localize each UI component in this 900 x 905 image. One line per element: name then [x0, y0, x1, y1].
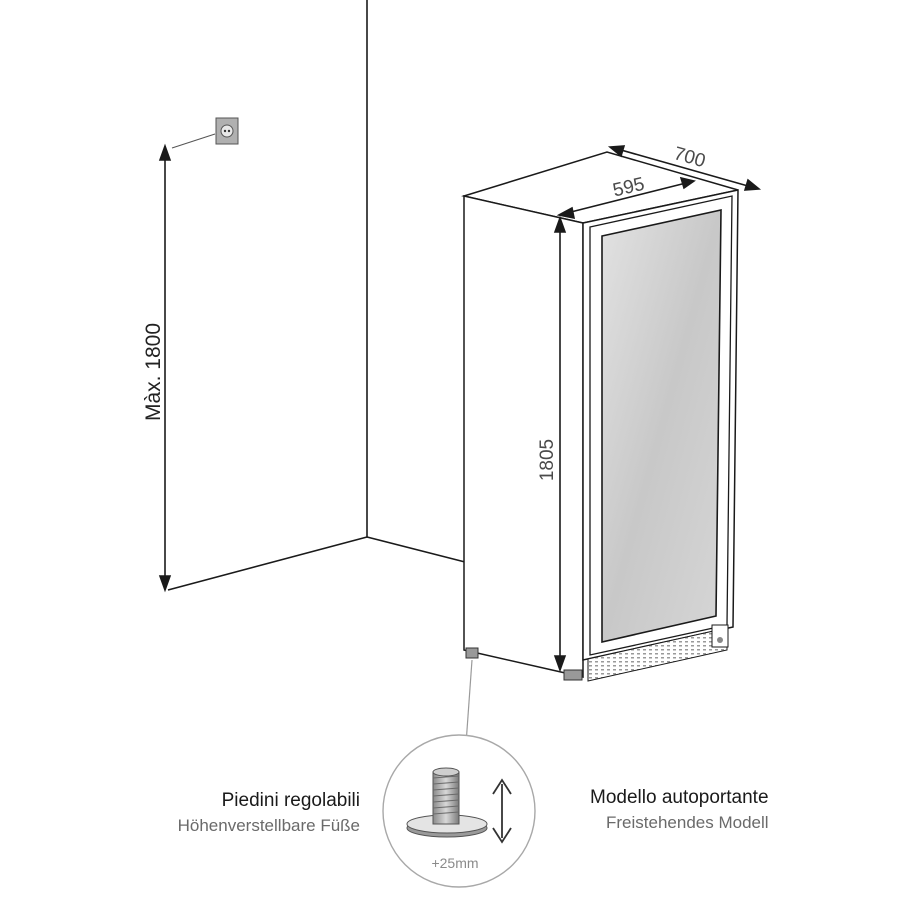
width-dimension	[556, 176, 696, 220]
foot-leader-line	[465, 659, 473, 745]
floor-left-line	[167, 536, 368, 591]
depth-label: 700	[671, 143, 707, 172]
door-glass	[601, 209, 722, 644]
control-panel	[711, 624, 729, 648]
adjust-range-label: +25mm	[431, 855, 478, 871]
height-dimension	[553, 215, 567, 673]
wine-cooler	[461, 151, 739, 682]
max-height-dimension	[158, 143, 172, 593]
feet-caption-title: Piedini regolabili	[222, 790, 360, 811]
room-corner	[167, 0, 466, 591]
adjustable-foot-detail: +25mm	[382, 734, 536, 888]
model-caption-title: Modello autoportante	[590, 787, 769, 808]
socket-leader-line	[171, 133, 216, 149]
threaded-rod-icon	[432, 771, 460, 825]
up-down-arrow-icon	[492, 778, 512, 844]
cabinet-side	[463, 195, 584, 678]
foot-rear	[465, 647, 479, 659]
model-caption-subtitle: Freistehendes Modell	[606, 813, 769, 832]
height-label: 1805	[537, 439, 558, 481]
floor-right-line	[366, 536, 466, 563]
feet-caption-subtitle: Höhenverstellbare Füße	[178, 816, 360, 835]
ventilation-grille	[587, 627, 728, 682]
depth-dimension	[607, 145, 762, 191]
wall-socket-icon	[215, 117, 239, 145]
max-height-label: Màx. 1800	[142, 323, 165, 421]
foot-front	[563, 669, 583, 681]
